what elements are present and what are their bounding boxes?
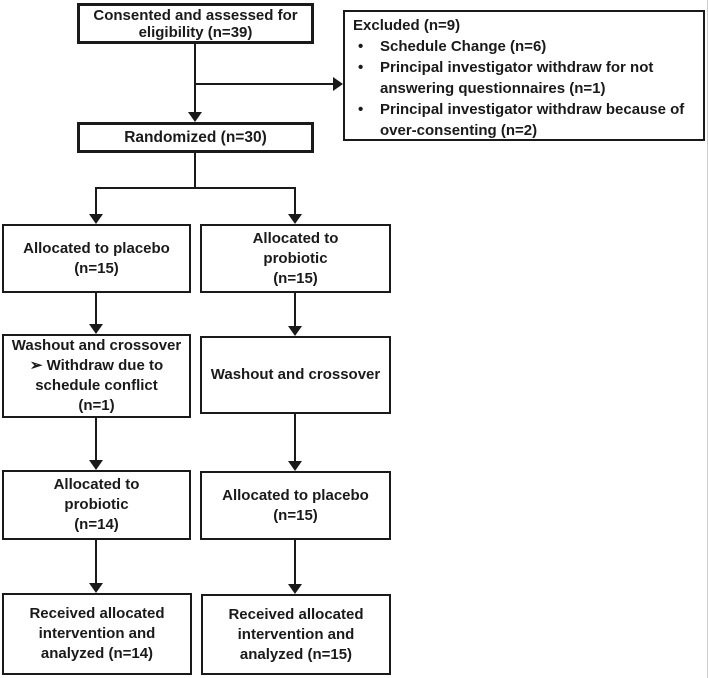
bullet-icon: • [358,101,364,118]
excluded-bullet-text: Principal investigator withdraw for not … [380,59,654,97]
box-label: Allocated to probiotic (n=15) [252,229,339,287]
box-label: Washout and crossover ➢ Withdraw due to … [11,337,182,414]
arrowhead-down-washout-left-icon [89,324,103,334]
arrowhead-down-randomized-icon [188,112,202,122]
box-washout-crossover-left: Washout and crossover ➢ Withdraw due to … [2,334,191,418]
line-branch-right [294,187,296,214]
line-consented-to-randomized [194,44,196,112]
box-allocated-placebo-second: Allocated to placebo (n=15) [200,471,391,540]
bullet-icon: • [358,38,364,55]
box-washout-crossover-right: Washout and crossover [200,336,391,414]
box-excluded: Excluded (n=9) • Schedule Change (n=6) •… [343,10,705,141]
arrowhead-down-received-left-icon [89,583,103,593]
box-randomized: Randomized (n=30) [77,122,314,153]
bullet-icon: • [358,59,364,76]
excluded-title: Excluded (n=9) [353,17,461,34]
arrowhead-down-probiotic-second-icon [89,460,103,470]
box-allocated-placebo-first: Allocated to placebo (n=15) [2,224,191,293]
excluded-bullet-item: • Principal investigator withdraw for no… [353,57,697,99]
arrowhead-down-washout-right-icon [288,326,302,336]
line-placebo-to-washout [95,293,97,324]
box-label: Received allocated intervention and anal… [29,605,165,662]
excluded-bullet-item: • Schedule Change (n=6) [353,36,697,57]
box-label: Allocated to placebo (n=15) [23,239,170,277]
excluded-bullet-text: Principal investigator withdraw because … [380,101,685,139]
line-randomized-stem [194,153,196,189]
box-label: Washout and crossover [210,366,381,383]
box-label: Allocated to placebo (n=15) [222,486,369,524]
box-received-analyzed-left: Received allocated intervention and anal… [2,593,192,675]
arrowhead-down-placebo-first-icon [89,214,103,224]
line-probiotic-to-washout [294,293,296,326]
box-label: Randomized (n=30) [124,128,267,146]
box-allocated-probiotic-second: Allocated to probiotic (n=14) [2,470,191,540]
box-label: Consented and assessed for eligibility (… [93,6,298,41]
line-probiotic-to-received-left [95,540,97,583]
arrowhead-right-excluded-icon [333,77,343,91]
box-allocated-probiotic-first: Allocated to probiotic (n=15) [200,224,391,293]
line-branch-left [95,187,97,214]
box-label: Received allocated intervention and anal… [228,605,364,663]
line-washout-to-probiotic-second [95,418,97,460]
arrowhead-down-received-right-icon [288,584,302,594]
excluded-bullet-text: Schedule Change (n=6) [380,38,547,55]
box-label: Allocated to probiotic (n=14) [53,476,140,533]
excluded-bullet-item: • Principal investigator withdraw becaus… [353,99,697,141]
arrowhead-down-probiotic-first-icon [288,214,302,224]
line-branch-horizontal [95,187,296,189]
box-received-analyzed-right: Received allocated intervention and anal… [201,594,391,675]
line-washout-to-placebo-second [294,414,296,461]
line-to-excluded [194,83,333,85]
arrowhead-down-placebo-second-icon [288,461,302,471]
line-placebo-to-received-right [294,540,296,584]
box-consented: Consented and assessed for eligibility (… [77,3,314,44]
